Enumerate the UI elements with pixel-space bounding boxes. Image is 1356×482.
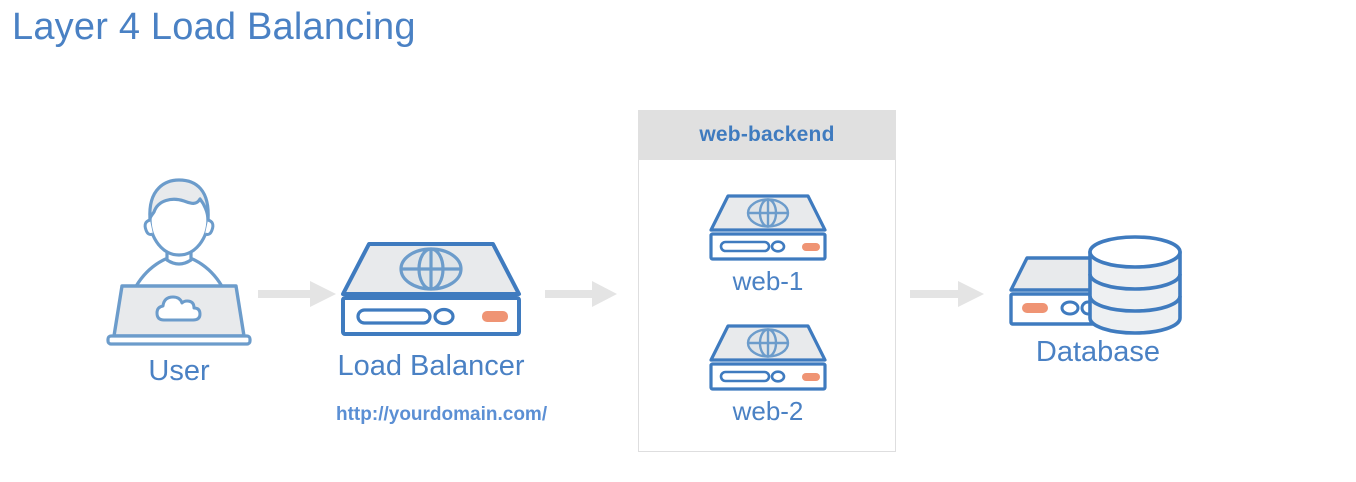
- arrow-user-to-load-balancer: [258, 281, 336, 307]
- page-title: Layer 4 Load Balancing: [12, 6, 416, 48]
- node-web-1: web-1: [706, 192, 830, 294]
- node-database: Database: [1000, 235, 1196, 368]
- group-title-web-backend: web-backend: [699, 123, 835, 146]
- node-user: User: [104, 172, 254, 386]
- node-label-web-1: web-1: [732, 266, 804, 296]
- node-label-database: Database: [1035, 336, 1161, 368]
- node-load-balancer: Load Balancer http://yourdomain.com/: [336, 238, 548, 425]
- node-label-load-balancer: Load Balancer: [337, 350, 525, 382]
- load-balancer-url: http://yourdomain.com/: [336, 404, 548, 425]
- node-label-user: User: [148, 355, 210, 387]
- arrow-load-balancer-to-backend: [545, 281, 617, 307]
- group-web-backend: [638, 110, 896, 452]
- node-label-web-2: web-2: [732, 396, 804, 426]
- group-header-web-backend: web-backend: [638, 110, 896, 160]
- server-globe-icon: [336, 238, 526, 338]
- arrow-backend-to-database: [910, 281, 984, 307]
- server-globe-icon: [706, 322, 830, 392]
- node-web-2: web-2: [706, 322, 830, 424]
- database-icon: [1000, 235, 1196, 336]
- server-globe-icon: [706, 192, 830, 262]
- user-laptop-icon: [104, 172, 254, 347]
